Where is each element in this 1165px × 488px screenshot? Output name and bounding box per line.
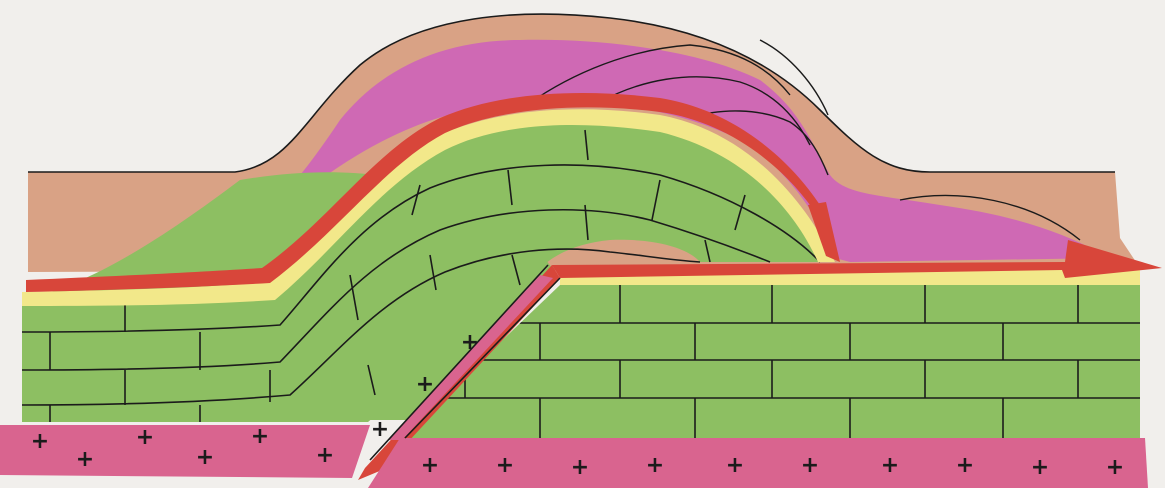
basement-plus-marker: + bbox=[571, 455, 589, 480]
basement-plus-marker: + bbox=[416, 372, 434, 397]
basement-plus-marker: + bbox=[31, 429, 49, 454]
basement-plus-marker: + bbox=[881, 453, 899, 478]
basement-plus-marker: + bbox=[1031, 455, 1049, 480]
basement-plus-marker: + bbox=[371, 417, 389, 442]
basement-plus-marker: + bbox=[1106, 455, 1124, 480]
basement-plus-marker: + bbox=[801, 453, 819, 478]
basement-plus-marker: + bbox=[496, 453, 514, 478]
basement-plus-marker: + bbox=[251, 424, 269, 449]
basement-plus-marker: + bbox=[76, 447, 94, 472]
basement-plus-marker: + bbox=[461, 330, 479, 355]
basement-plus-marker: + bbox=[421, 453, 439, 478]
basement-plus-marker: + bbox=[956, 453, 974, 478]
basement-plus-marker: + bbox=[646, 453, 664, 478]
basement-plus-marker: + bbox=[316, 443, 334, 468]
basement-plus-marker: + bbox=[196, 445, 214, 470]
basement-left bbox=[0, 425, 370, 478]
basement-plus-marker: + bbox=[726, 453, 744, 478]
basement-plus-marker: + bbox=[136, 425, 154, 450]
